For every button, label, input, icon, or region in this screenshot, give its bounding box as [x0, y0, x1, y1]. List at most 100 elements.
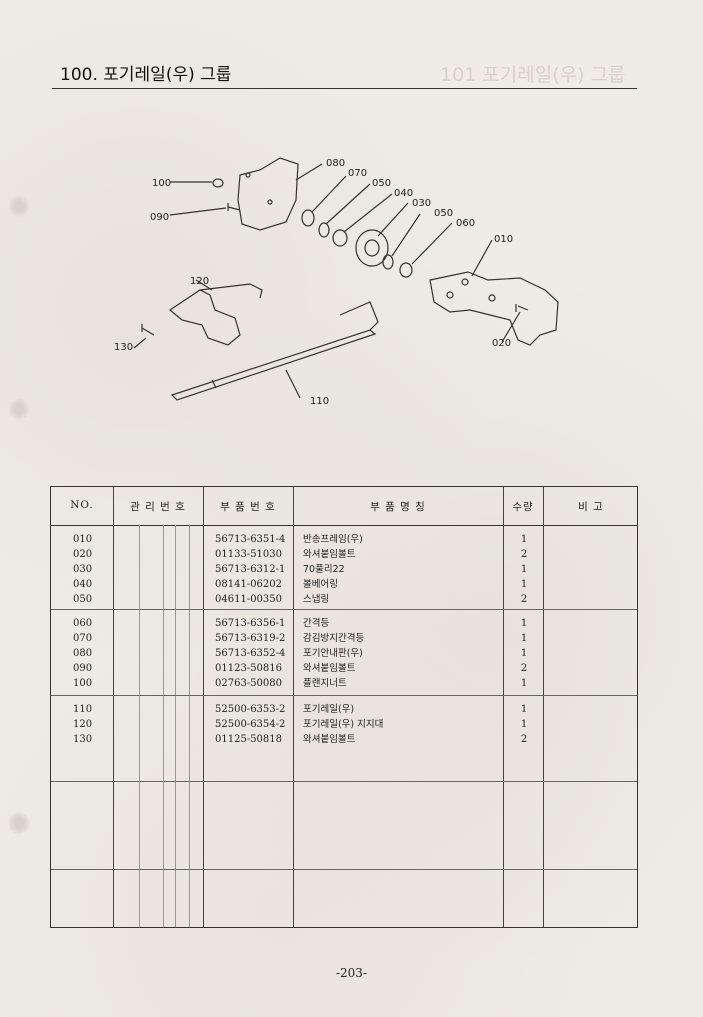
callout-120: 120 [190, 276, 210, 287]
header-remarks: 비 고 [578, 501, 604, 513]
row-part-name: 70풀리22 [303, 564, 345, 575]
row-no: 120 [73, 719, 93, 730]
callout-130: 130 [114, 342, 134, 353]
row-part-name: 와셔붙임볼트 [303, 734, 356, 745]
row-no: 110 [73, 704, 93, 715]
row-no: 010 [73, 534, 93, 545]
column-divider [503, 487, 504, 927]
row-part-number: 01125-50818 [215, 734, 283, 745]
row-part-name: 반송프레임(우) [303, 534, 363, 545]
row-quantity: 2 [520, 549, 528, 560]
group-divider [51, 695, 637, 696]
header-part-number: 부 품 번 호 [220, 501, 276, 513]
collar-part [301, 209, 315, 227]
guide-plate-part [237, 157, 299, 231]
seedling-rail-part [170, 329, 377, 401]
punch-hole [8, 195, 30, 217]
row-part-number: 01133-51030 [215, 549, 283, 560]
row-part-name: 와셔붙임볼트 [303, 663, 356, 674]
callout-080: 080 [326, 158, 346, 169]
callout-050b: 050 [434, 208, 454, 219]
row-part-number: 08141-06202 [215, 579, 283, 590]
row-quantity: 1 [520, 719, 528, 730]
row-no: 080 [73, 648, 93, 659]
row-no: 100 [73, 678, 93, 689]
callout-100: 100 [152, 178, 172, 189]
row-part-name: 포기레일(우) 지지대 [303, 719, 384, 730]
callout-110: 110 [310, 396, 330, 407]
page-title: 100. 포기레일(우) 그룹 [60, 65, 232, 85]
callout-090: 090 [150, 212, 170, 223]
row-no: 040 [73, 579, 93, 590]
punch-hole [8, 398, 30, 420]
row-quantity: 2 [520, 594, 528, 605]
callout-040: 040 [394, 188, 414, 199]
header-part-name: 부 품 명 칭 [370, 501, 426, 513]
callout-060: 060 [456, 218, 476, 229]
row-quantity: 1 [520, 534, 528, 545]
bolt-part [227, 203, 241, 211]
row-part-number: 56713-6319-2 [215, 633, 286, 644]
row-no: 130 [73, 734, 93, 745]
row-part-number: 56713-6312-1 [215, 564, 286, 575]
row-part-name: 감김방지간격등 [303, 633, 365, 644]
row-no: 090 [73, 663, 93, 674]
row-quantity: 1 [520, 704, 528, 715]
row-part-number: 56713-6356-1 [215, 618, 286, 629]
callout-050: 050 [372, 178, 392, 189]
header-quantity: 수량 [512, 501, 534, 513]
row-no: 030 [73, 564, 93, 575]
group-divider [51, 609, 637, 610]
column-divider [203, 487, 204, 927]
row-no: 060 [73, 618, 93, 629]
bolt-part-130 [141, 324, 155, 336]
callout-010: 010 [494, 234, 514, 245]
row-part-name: 간격등 [303, 618, 330, 629]
row-no: 020 [73, 549, 93, 560]
exploded-parts-diagram: 100 090 080 070 050 040 030 050 060 010 … [100, 130, 620, 440]
table-header-row: NO. 관 리 번 호 부 품 번 호 부 품 명 칭 수량 비 고 [51, 487, 637, 526]
row-quantity: 1 [520, 618, 528, 629]
callout-020: 020 [492, 338, 512, 349]
page-header: 100. 포기레일(우) 그룹 [52, 58, 637, 89]
group-divider [51, 869, 637, 870]
bearing-part [332, 229, 348, 247]
snap-ring-part [318, 222, 330, 238]
bleed-through-title: 101 포기레일(우) 그룹 [440, 64, 626, 86]
row-part-number: 52500-6354-2 [215, 719, 286, 730]
row-part-name: 스냅링 [303, 594, 330, 605]
row-part-number: 52500-6353-2 [215, 704, 286, 715]
row-part-name: 포기레일(우) [303, 704, 355, 715]
row-part-number: 56713-6352-4 [215, 648, 286, 659]
row-part-name: 플랜지너트 [303, 678, 347, 689]
diagram-drawing [133, 157, 559, 401]
row-no: 070 [73, 633, 93, 644]
punch-hole [8, 812, 30, 834]
row-part-name: 포기안내판(우) [303, 648, 363, 659]
row-part-number: 01123-50816 [215, 663, 283, 674]
row-quantity: 2 [520, 734, 528, 745]
page-number: -203- [335, 966, 367, 980]
row-part-name: 볼베어링 [303, 579, 338, 590]
row-part-name: 와셔붙임볼트 [303, 549, 356, 560]
row-quantity: 2 [520, 663, 528, 674]
column-divider [139, 525, 140, 927]
header-control-number: 관 리 번 호 [130, 501, 186, 513]
flange-nut-part [212, 178, 224, 188]
callout-030: 030 [412, 198, 432, 209]
column-divider [113, 487, 114, 927]
row-part-number: 02763-50080 [215, 678, 283, 689]
column-divider [543, 487, 544, 927]
parts-list-table: NO. 관 리 번 호 부 품 번 호 부 품 명 칭 수량 비 고 010 5… [50, 486, 638, 928]
column-divider [293, 487, 294, 927]
rail-bracket-part [168, 289, 241, 346]
row-part-number: 04611-00350 [215, 594, 283, 605]
column-divider [175, 525, 176, 927]
bolt-part-020 [515, 304, 529, 312]
row-quantity: 1 [520, 579, 528, 590]
row-quantity: 1 [520, 648, 528, 659]
row-quantity: 1 [520, 678, 528, 689]
column-divider [163, 525, 164, 927]
row-part-number: 56713-6351-4 [215, 534, 286, 545]
